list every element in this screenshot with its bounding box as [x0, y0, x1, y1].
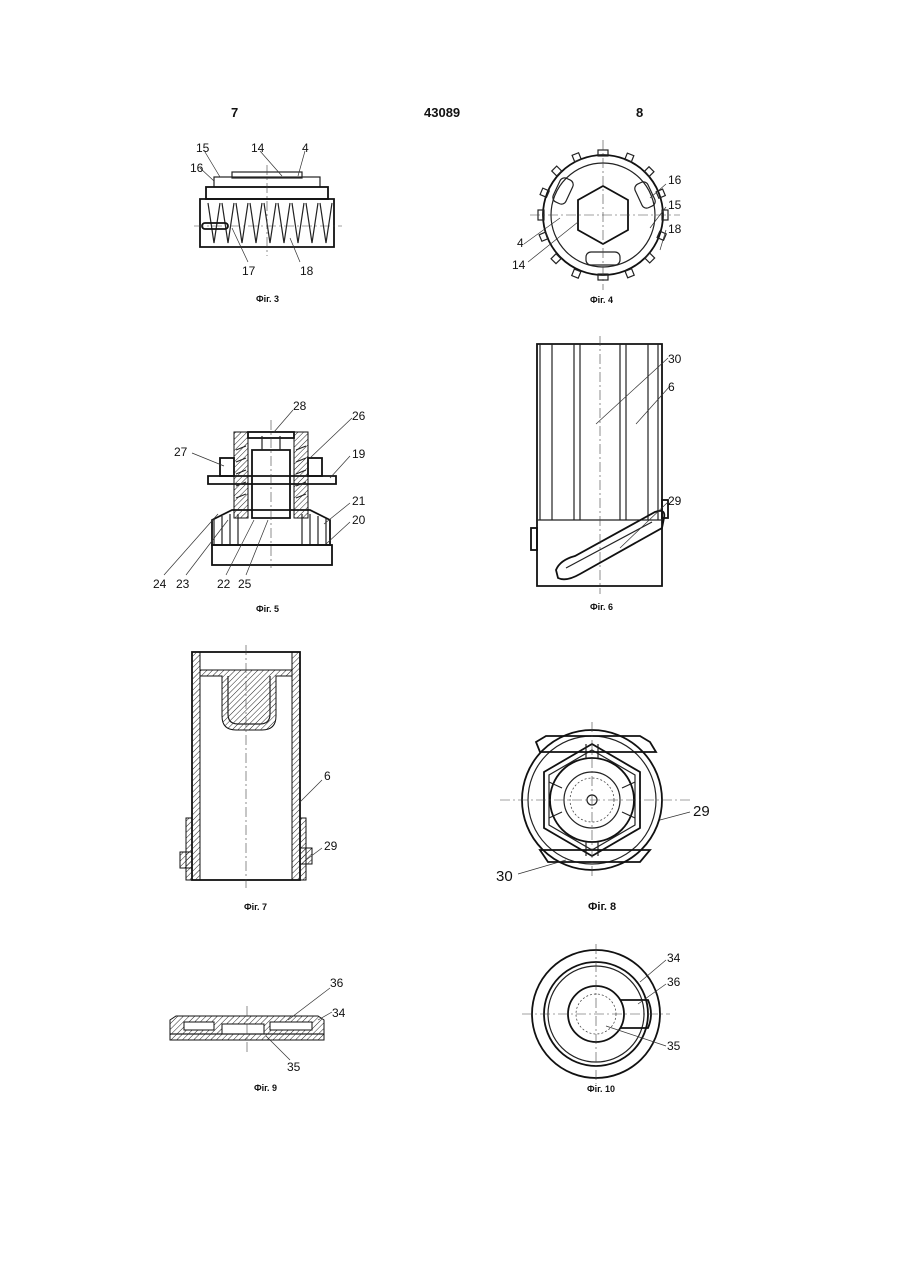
figure-6: [531, 336, 670, 594]
fig4-label: 16: [668, 173, 682, 187]
fig9-label: 34: [332, 1006, 346, 1020]
fig4-label: 18: [668, 222, 682, 236]
fig5-label: 28: [293, 399, 307, 413]
figure-9: [170, 988, 332, 1060]
fig5-label: 22: [217, 577, 231, 591]
fig3-caption: Фіг. 3: [256, 294, 279, 304]
fig8-label: 30: [496, 868, 513, 885]
fig3-label: 18: [300, 264, 314, 278]
fig5-label: 24: [153, 577, 167, 591]
fig3-label: 17: [242, 264, 256, 278]
figure-6-labels: 30 6 29 Фіг. 6: [590, 352, 682, 612]
fig4-caption: Фіг. 4: [590, 295, 613, 305]
fig9-caption: Фіг. 9: [254, 1083, 277, 1093]
fig9-label: 35: [287, 1060, 301, 1074]
figure-4: [524, 140, 680, 290]
fig4-label: 15: [668, 198, 682, 212]
figure-8-labels: 29 30 Фіг. 8: [496, 803, 710, 913]
figure-7-labels: 6 29 Фіг. 7: [244, 769, 338, 912]
fig7-label: 29: [324, 839, 338, 853]
fig6-caption: Фіг. 6: [590, 602, 613, 612]
fig3-label: 14: [251, 141, 265, 155]
fig10-label: 36: [667, 975, 681, 989]
fig6-label: 30: [668, 352, 682, 366]
fig8-caption: Фіг. 8: [588, 901, 616, 913]
fig5-caption: Фіг. 5: [256, 604, 279, 614]
fig5-label: 20: [352, 513, 366, 527]
fig3-label: 15: [196, 141, 210, 155]
fig10-caption: Фіг. 10: [587, 1084, 615, 1094]
figure-5: [164, 410, 352, 575]
fig10-label: 35: [667, 1039, 681, 1053]
fig4-label: 4: [517, 236, 524, 250]
figure-8: [500, 722, 690, 878]
fig7-caption: Фіг. 7: [244, 902, 267, 912]
fig5-label: 19: [352, 447, 366, 461]
fig5-label: 27: [174, 445, 188, 459]
fig5-label: 26: [352, 409, 366, 423]
fig4-label: 14: [512, 258, 526, 272]
fig7-label: 6: [324, 769, 331, 783]
figure-3: [194, 151, 342, 262]
figure-7: [180, 645, 322, 888]
figure-10: [522, 944, 670, 1084]
fig9-label: 36: [330, 976, 344, 990]
figure-10-labels: 34 36 35 Фіг. 10: [587, 951, 681, 1094]
fig6-label: 6: [668, 380, 675, 394]
fig3-label: 4: [302, 141, 309, 155]
fig5-label: 25: [238, 577, 252, 591]
fig6-label: 29: [668, 494, 682, 508]
fig5-label: 23: [176, 577, 190, 591]
fig5-label: 21: [352, 494, 366, 508]
fig8-label: 29: [693, 803, 710, 820]
fig10-label: 34: [667, 951, 681, 965]
fig3-label: 16: [190, 161, 204, 175]
